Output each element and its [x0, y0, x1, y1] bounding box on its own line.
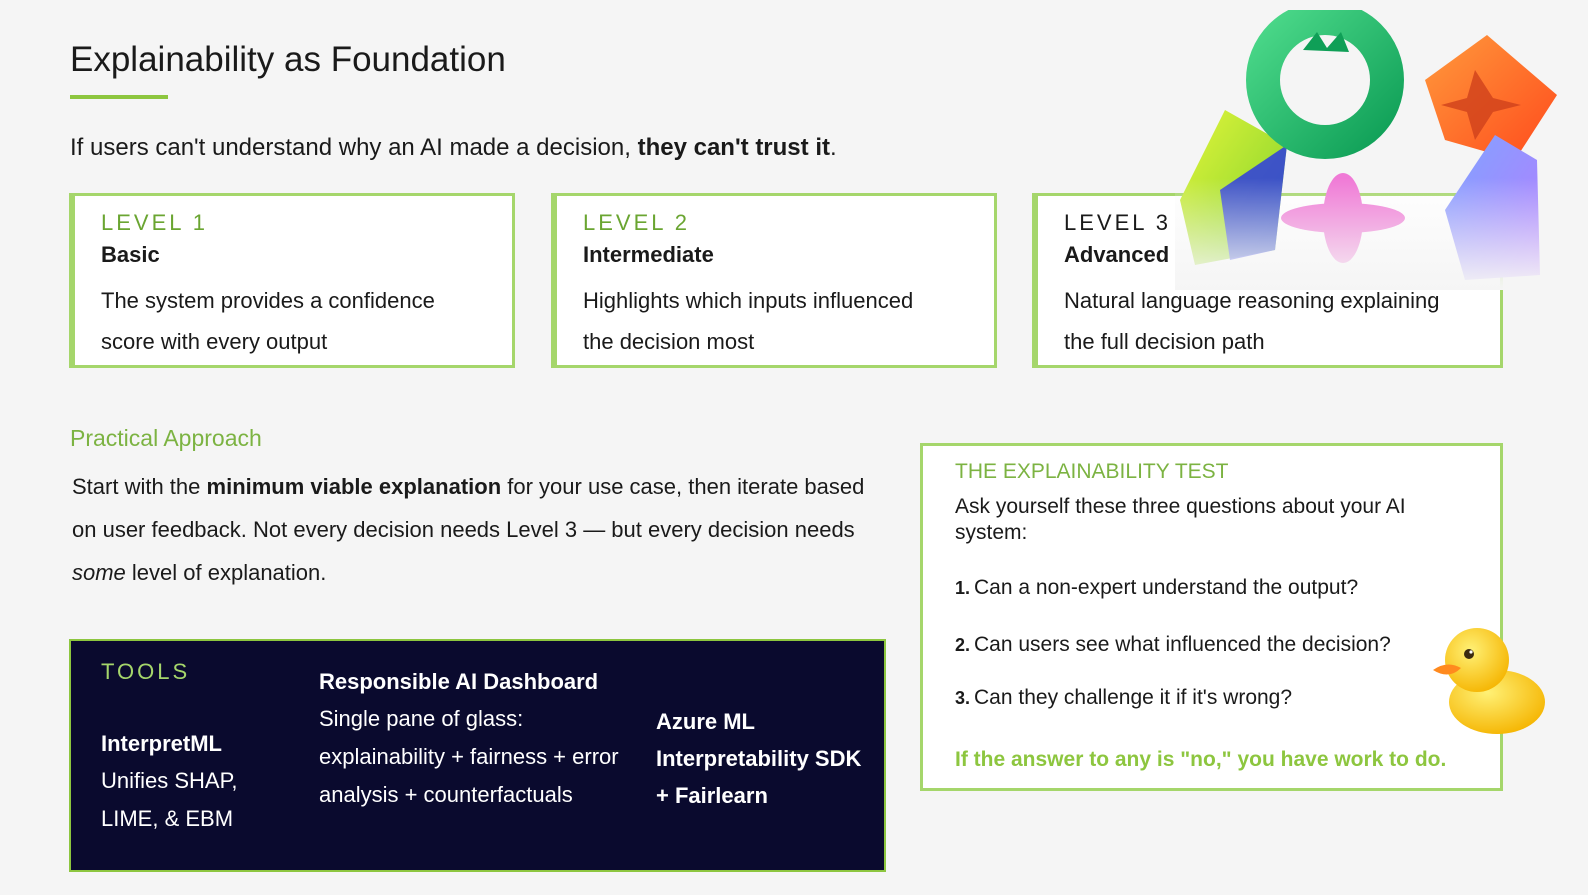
- tools-heading: TOOLS: [101, 659, 191, 684]
- level-name: Basic: [101, 242, 160, 267]
- copilot-logo-cluster-icon: [1175, 10, 1565, 290]
- page-title: Explainability as Foundation: [70, 40, 506, 79]
- rubber-duck-icon: [1433, 628, 1545, 734]
- lede-text: If users can't understand why an AI made…: [70, 134, 837, 161]
- practical-approach-text: Start with the minimum viable explanatio…: [72, 474, 865, 585]
- tool-azure-ml: Azure ML Interpretability SDK + Fairlear…: [656, 703, 866, 814]
- test-question-3: 3.Can they challenge it if it's wrong?: [955, 686, 1293, 709]
- level-label: LEVEL 3: [1064, 210, 1172, 235]
- level-label: LEVEL 2: [583, 210, 691, 235]
- tool-description: Unifies SHAP, LIME, & EBM: [101, 768, 238, 831]
- explainability-test-panel: THE EXPLAINABILITY TEST Ask yourself the…: [920, 443, 1503, 791]
- level-label: LEVEL 1: [101, 210, 209, 235]
- tool-responsible-ai-dashboard: Responsible AI Dashboard Single pane of …: [319, 663, 629, 814]
- tools-panel: TOOLS InterpretML Unifies SHAP, LIME, & …: [69, 639, 886, 872]
- practical-approach-heading: Practical Approach: [70, 425, 262, 451]
- explainability-test-heading: THE EXPLAINABILITY TEST: [955, 460, 1229, 483]
- explainability-test-intro: Ask yourself these three questions about…: [955, 495, 1406, 544]
- tool-description: Single pane of glass: explainability + f…: [319, 706, 619, 807]
- level-card-2: LEVEL 2 Intermediate Highlights which in…: [551, 193, 997, 368]
- tool-name: InterpretML: [101, 731, 222, 756]
- level-card-1: LEVEL 1 Basic The system provides a conf…: [69, 193, 515, 368]
- tool-name: Responsible AI Dashboard: [319, 669, 599, 694]
- tool-name: Azure ML Interpretability SDK + Fairlear…: [656, 709, 862, 808]
- level-name: Advanced: [1064, 242, 1170, 267]
- tool-interpretml: InterpretML Unifies SHAP, LIME, & EBM: [101, 725, 291, 838]
- test-question-2: 2.Can users see what influenced the deci…: [955, 633, 1391, 656]
- level-name: Intermediate: [583, 242, 714, 267]
- test-question-1: 1.Can a non-expert understand the output…: [955, 576, 1359, 599]
- title-underline: [70, 95, 168, 99]
- test-verdict: If the answer to any is "no," you have w…: [955, 748, 1447, 771]
